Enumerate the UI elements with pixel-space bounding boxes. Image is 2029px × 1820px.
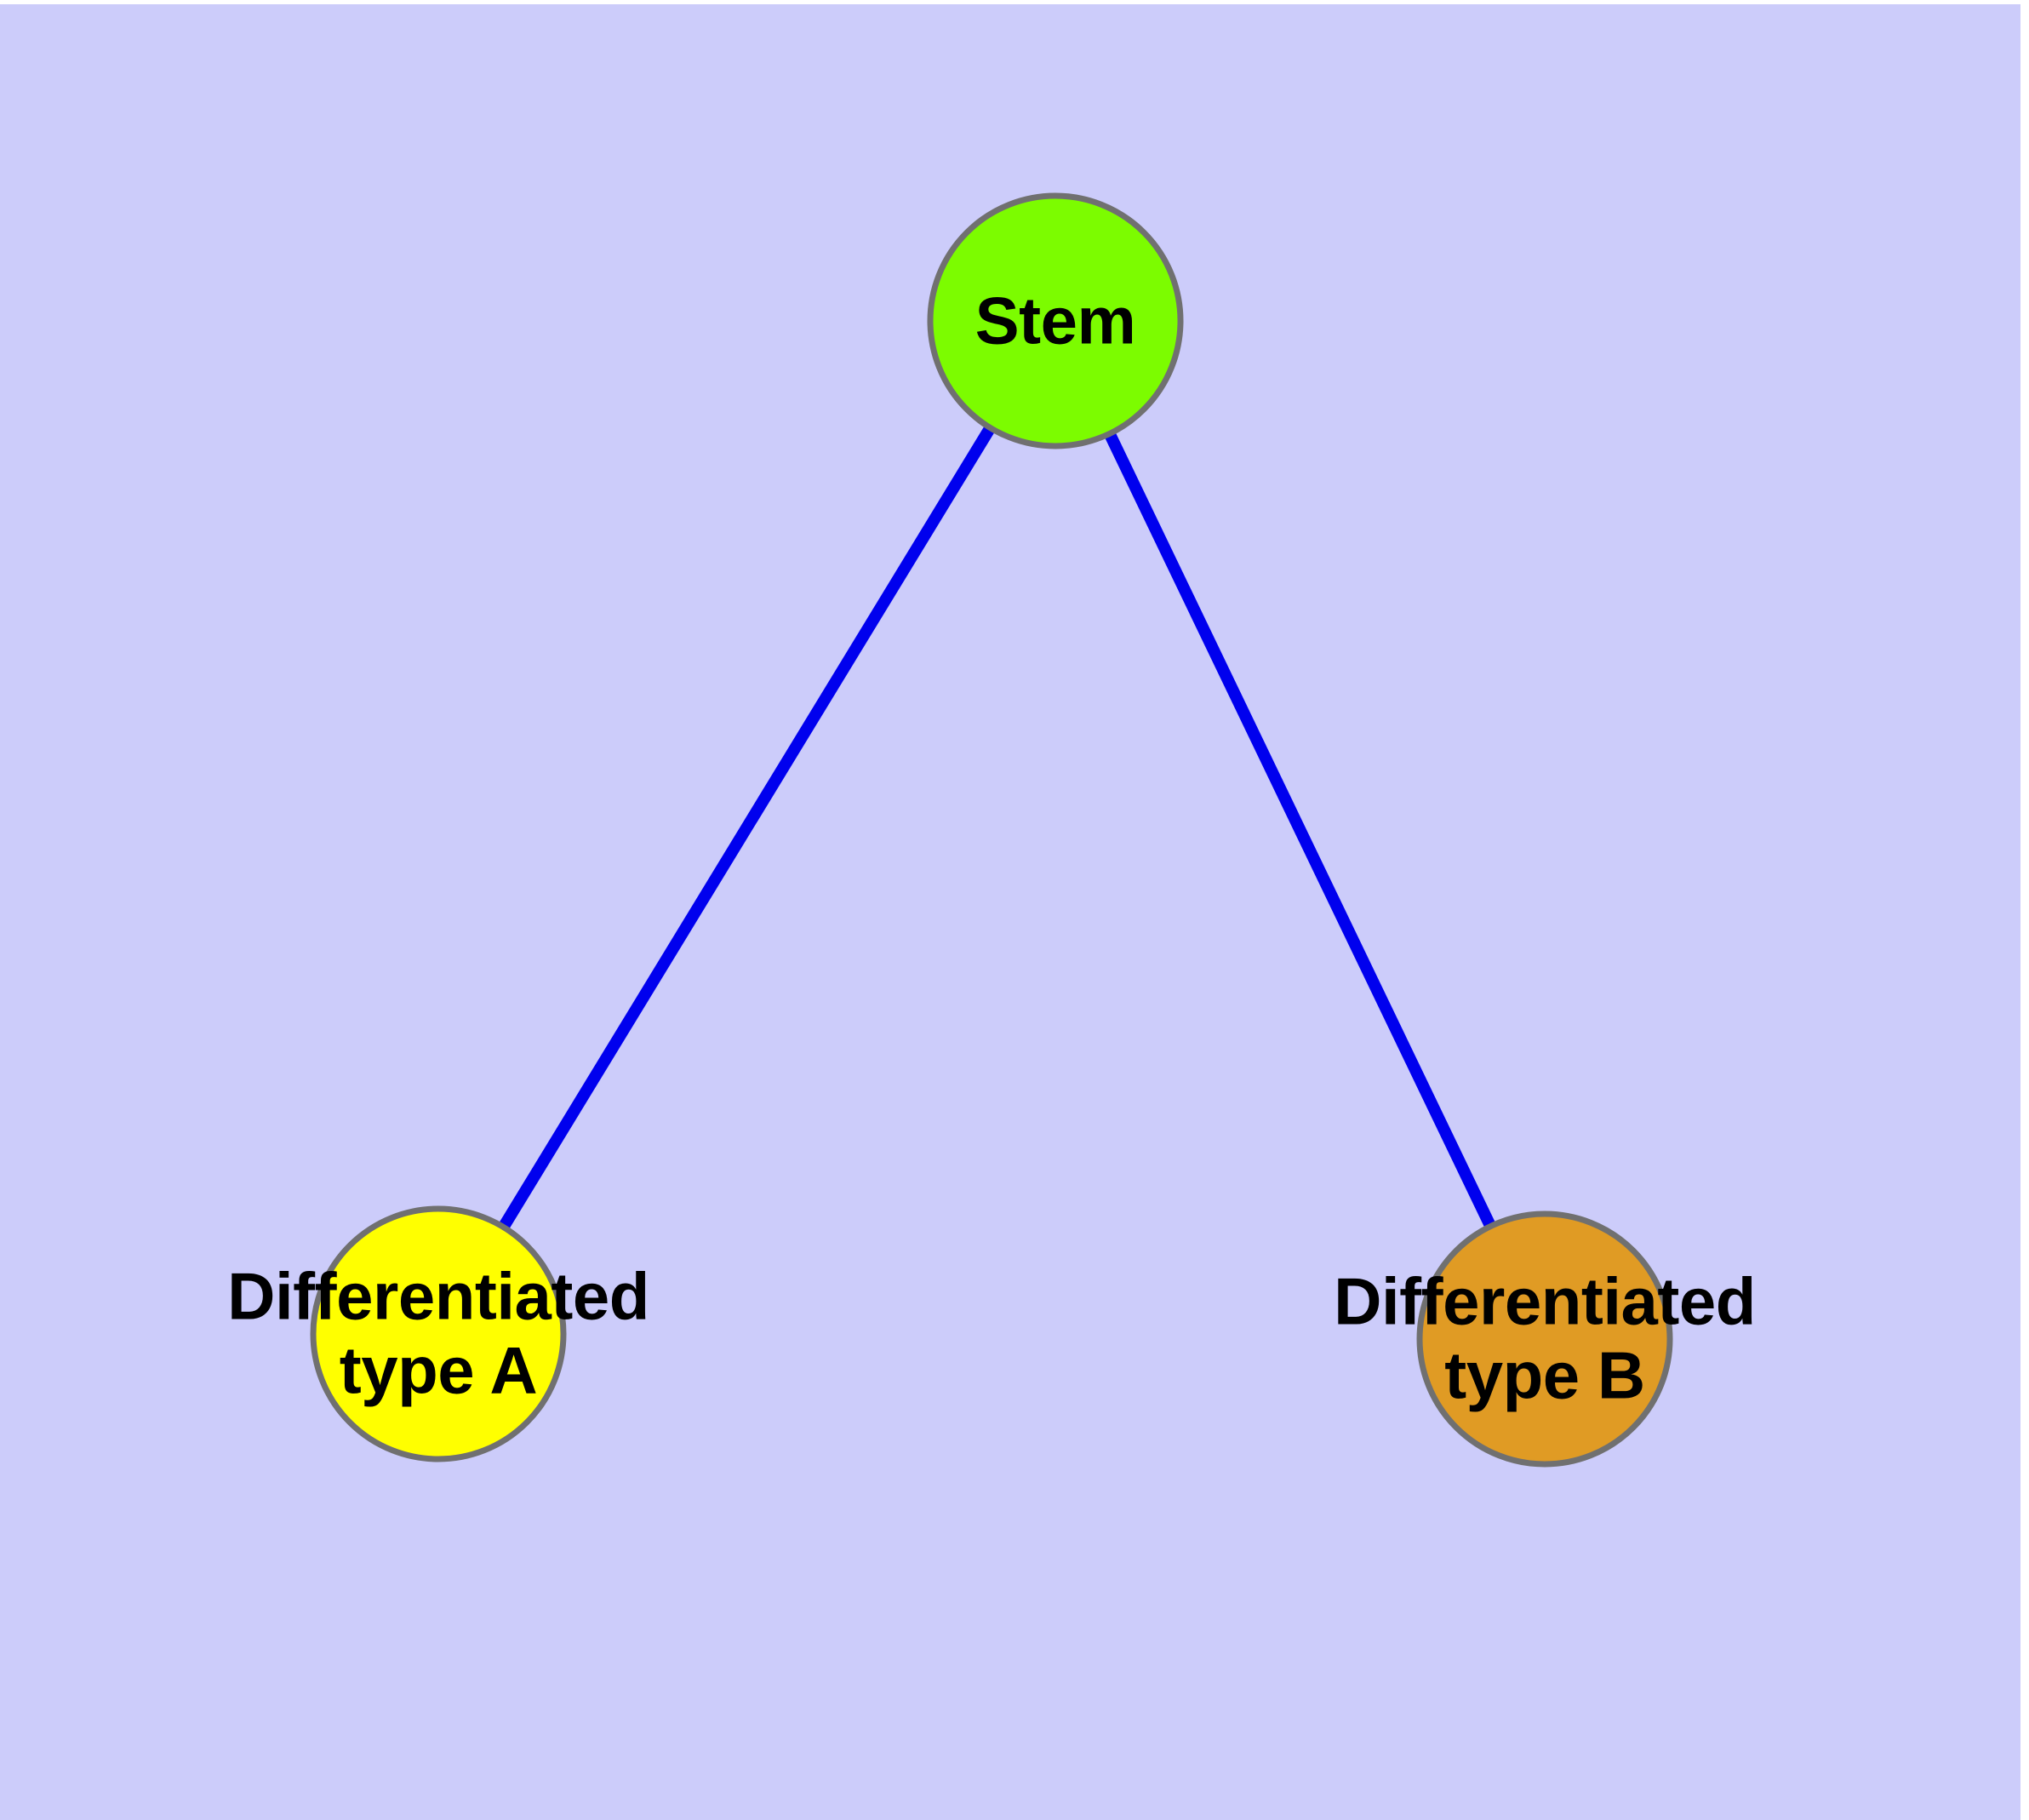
graph-node-stem[interactable] (927, 192, 1184, 449)
edge-layer (433, 318, 1551, 1342)
graph-node-diff_a[interactable] (310, 1205, 567, 1462)
node-layer (310, 192, 1673, 1468)
graph-edge-stem-to-diff_a[interactable] (433, 318, 1060, 1337)
graph-edge-stem-to-diff_b[interactable] (1049, 318, 1551, 1342)
graph-svg (310, 192, 1673, 1468)
graph-node-diff_b[interactable] (1416, 1210, 1673, 1468)
